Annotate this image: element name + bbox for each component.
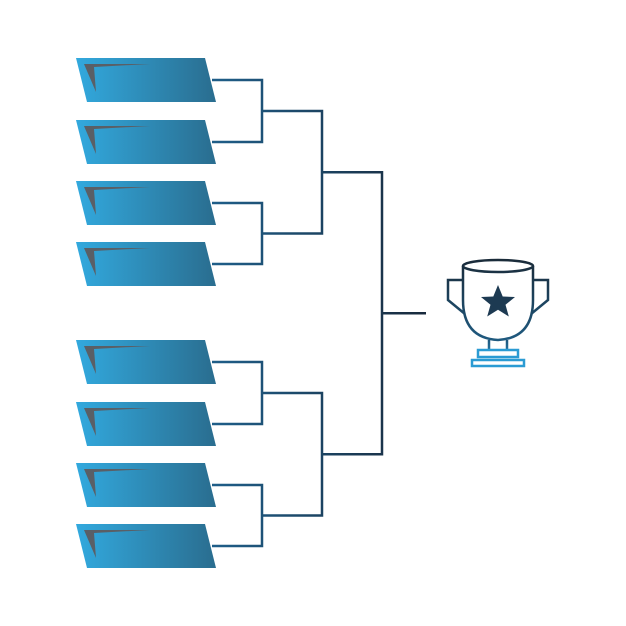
slot-accent [84, 126, 150, 154]
slot-accent [84, 187, 150, 215]
trophy-icon [446, 258, 550, 368]
star-icon [481, 285, 515, 317]
slot-accent [84, 248, 150, 276]
bracket-slot-7 [76, 463, 216, 507]
bracket-connector-r1 [212, 483, 264, 548]
bracket-slot-8 [76, 524, 216, 568]
slot-accent [84, 408, 150, 436]
bracket-slot-5 [76, 340, 216, 384]
bracket-slot-6 [76, 402, 216, 446]
bracket-connector-r3 [322, 171, 384, 456]
bracket-slot-1 [76, 58, 216, 102]
bracket-connector-r1 [212, 360, 264, 426]
bracket-slot-2 [76, 120, 216, 164]
slot-accent [84, 530, 150, 558]
bracket-connector-r1 [212, 201, 264, 266]
bracket-slot-3 [76, 181, 216, 225]
bracket-connector-r2 [262, 109, 324, 235]
bracket-slots [76, 58, 216, 568]
slot-accent [84, 469, 150, 497]
bracket-lines [212, 78, 426, 548]
bracket-connector-r1 [212, 78, 264, 144]
bracket-slot-4 [76, 242, 216, 286]
slot-accent [84, 346, 150, 374]
slot-accent [84, 64, 150, 92]
bracket-connector-r2 [262, 391, 324, 517]
